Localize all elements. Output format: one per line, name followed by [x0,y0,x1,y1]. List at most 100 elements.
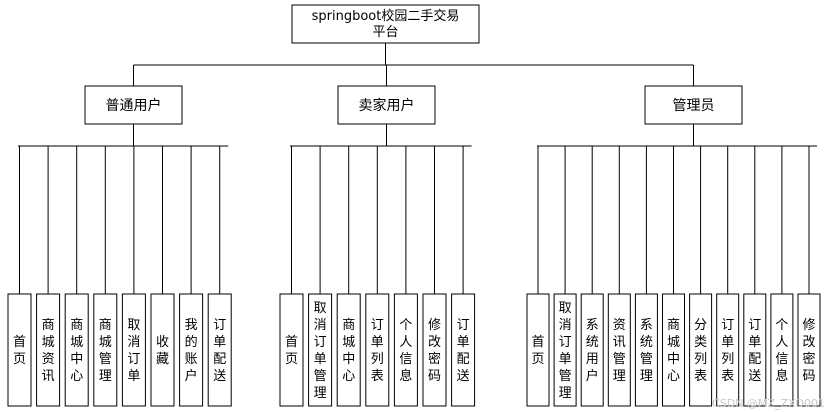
leaf-label: 收藏 [156,335,169,367]
leaf-label-char: 人 [399,335,412,350]
leaf-label: 商城资讯 [42,318,55,384]
leaf-label-char: 页 [13,352,26,367]
leaf-label-char: 用 [586,352,599,367]
leaf-label-char: 讯 [613,335,626,350]
leaf-box [7,293,32,407]
leaf-label-char: 管 [640,352,653,367]
leaf-label-char: 配 [213,352,226,367]
leaf-label-char: 息 [775,368,788,384]
leaf-label-char: 分 [694,318,707,333]
leaf-label-char: 列 [721,352,734,367]
leaf-label: 个人信息 [775,318,788,384]
root-title-line: springboot校园二手交易 [312,8,460,24]
leaf-label-char: 系 [586,318,599,333]
leaf-label-char: 密 [802,351,815,367]
leaf-label-char: 订 [748,318,761,333]
leaf-label-char: 资 [613,318,626,333]
leaf-label-char: 送 [213,369,226,384]
leaf-label-char: 账 [185,352,198,367]
leaf-label-char: 取 [127,318,140,333]
group-box [644,85,743,125]
leaf-label-char: 心 [342,369,355,384]
leaf-label: 订单配送 [213,318,226,384]
leaf-label-char: 首 [13,335,26,350]
leaf-label-char: 单 [721,335,734,350]
leaf-label-char: 送 [457,369,470,384]
leaf-box [36,293,61,407]
leaf-label-char: 首 [531,335,544,350]
leaf-box [634,293,658,407]
group-box [337,85,436,125]
leaf-label-char: 中 [342,352,355,367]
leaf-label-char: 商 [42,318,55,333]
leaf-label: 商城中心 [70,318,83,384]
leaf-label-char: 中 [70,352,83,367]
leaf-label: 订单列表 [721,318,734,384]
leaf-label-char: 理 [640,369,653,384]
leaf-label-char: 讯 [42,369,55,384]
leaf-label-char: 理 [559,386,572,401]
leaf-label-char: 表 [694,369,707,384]
leaf-label: 分类列表 [694,318,707,384]
leaf-label: 首页 [531,335,544,367]
leaf-label-char: 列 [694,352,707,367]
leaf-label-char: 我 [185,318,198,333]
group-box [84,85,183,125]
leaf-label-char: 订 [314,335,327,350]
leaf-label-char: 统 [640,335,653,350]
leaf-label-char: 表 [721,369,734,384]
leaf-label-char: 管 [99,352,112,367]
leaf-label-char: 商 [342,318,355,333]
leaf-label-char: 资 [42,352,55,367]
leaf-box [797,293,821,407]
leaf-label: 商城管理 [99,318,112,384]
leaf-label: 系统用户 [586,318,599,384]
leaf-label-char: 页 [285,352,298,367]
leaf-box [607,293,631,407]
leaf-label-char: 户 [185,368,198,384]
leaf-box [93,293,118,407]
leaf-label-char: 城 [342,335,355,350]
leaf-label-char: 首 [285,335,298,350]
leaf-label-char: 商 [70,318,83,333]
leaf-label: 修改密码 [428,318,441,384]
leaf-label-char: 消 [314,318,327,333]
leaf-box [279,293,304,407]
leaf-label: 商城中心 [667,318,680,384]
leaf-label-char: 城 [70,335,83,350]
leaf-label-char: 的 [185,334,198,350]
leaf-label-char: 商 [667,318,680,333]
leaf-label-char: 管 [613,352,626,367]
leaf-label-char: 订 [371,318,384,333]
leaf-label-char: 码 [428,369,441,384]
leaf-label-char: 信 [775,352,788,367]
leaf-label-char: 消 [127,335,140,350]
leaf-box [770,293,794,407]
group-label: 普通用户 [106,97,162,114]
leaf-label-char: 单 [371,335,384,350]
group-label: 卖家用户 [359,97,415,114]
leaf-label: 取消订单管理 [559,301,572,401]
leaf-label: 商城中心 [342,318,355,384]
leaf-label-char: 配 [748,352,761,367]
leaf-label-char: 单 [457,335,470,350]
leaf-label: 首页 [13,335,26,367]
leaf-label-char: 中 [667,352,680,367]
leaf-label-char: 城 [667,335,680,350]
leaf-label-char: 配 [457,352,470,367]
leaf-label-char: 订 [457,318,470,333]
leaf-label-char: 系 [640,318,653,333]
leaf-box [553,293,577,407]
leaf-label-char: 心 [667,369,680,384]
leaf-label-char: 订 [559,335,572,350]
leaf-label-char: 改 [802,335,815,350]
leaf-label-char: 理 [613,369,626,384]
leaf-label-char: 取 [314,301,327,316]
leaf-label-char: 信 [399,352,412,367]
leaf-label-char: 类 [694,335,707,350]
leaf-label-char: 页 [531,352,544,367]
leaf-box [207,293,232,407]
watermark: CSDN @MZ_ZXD001 [712,397,825,410]
leaf-label-char: 表 [371,369,384,384]
